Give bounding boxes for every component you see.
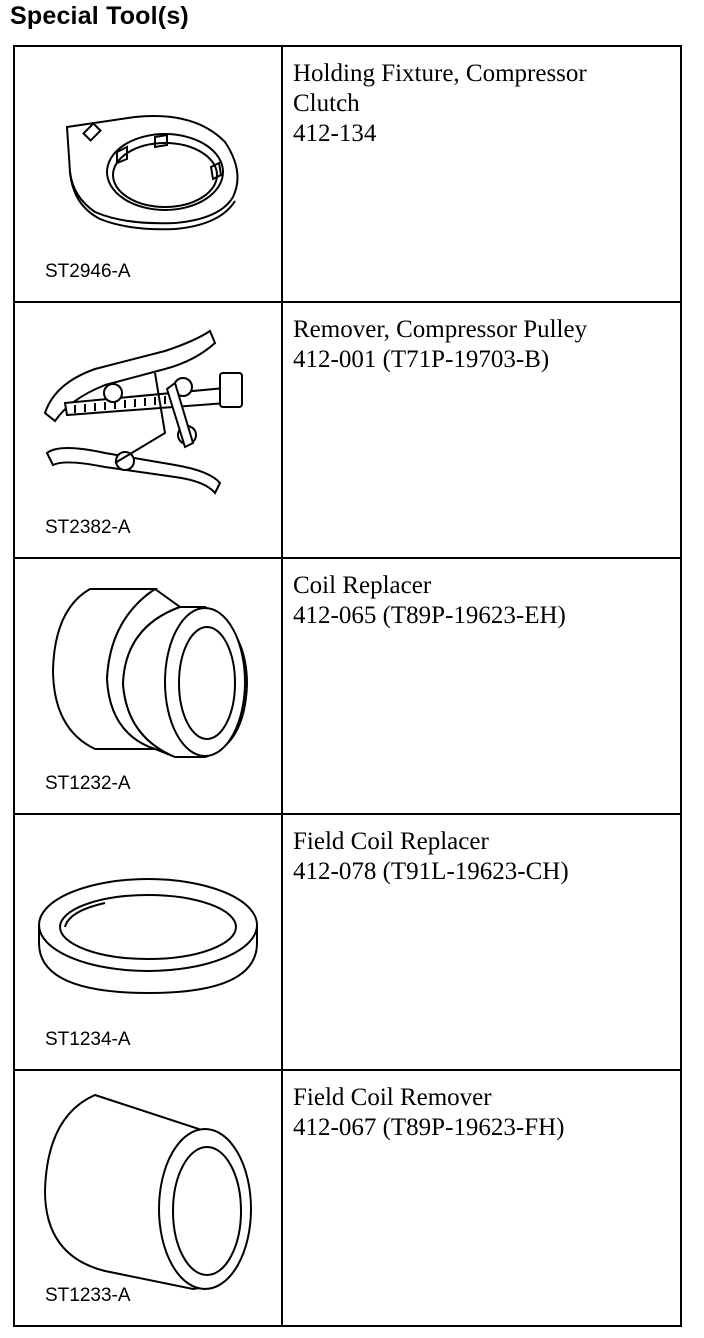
tool-part-number: 412-067 (T89P-19623-FH)	[293, 1114, 565, 1141]
pulley-remover-icon	[43, 329, 243, 495]
tool-name-cont: Clutch	[293, 90, 360, 117]
coil-replacer-icon	[51, 587, 249, 758]
tool-image-cell: ST1232-A	[13, 557, 283, 815]
tool-description-cell: Field Coil Remover 412-067 (T89P-19623-F…	[281, 1069, 682, 1327]
table-row: ST2946-A Holding Fixture, Compressor Clu…	[13, 45, 682, 303]
tool-image-code: ST2382-A	[45, 517, 131, 538]
tool-image-cell: ST1233-A	[13, 1069, 283, 1327]
table-row: ST2382-A Remover, Compressor Pulley 412-…	[13, 301, 682, 559]
special-tools-table: ST2946-A Holding Fixture, Compressor Clu…	[13, 45, 682, 1327]
tool-image-code: ST1233-A	[45, 1285, 131, 1306]
tool-part-number: 412-134	[293, 120, 377, 147]
tool-description-cell: Field Coil Replacer 412-078 (T91L-19623-…	[281, 813, 682, 1071]
tool-part-number: 412-001 (T71P-19703-B)	[293, 346, 550, 373]
field-coil-replacer-icon	[38, 878, 258, 995]
tool-name: Remover, Compressor Pulley	[293, 316, 588, 343]
field-coil-remover-icon	[43, 1093, 252, 1291]
tool-name: Field Coil Replacer	[293, 828, 489, 855]
tool-description-cell: Coil Replacer 412-065 (T89P-19623-EH)	[281, 557, 682, 815]
page-title: Special Tool(s)	[10, 2, 189, 30]
tool-image-cell: ST1234-A	[13, 813, 283, 1071]
tool-description-cell: Holding Fixture, Compressor Clutch 412-1…	[281, 45, 682, 303]
tool-name: Holding Fixture, Compressor	[293, 60, 587, 87]
tool-name: Field Coil Remover	[293, 1084, 492, 1111]
holding-fixture-icon	[65, 115, 239, 231]
tool-part-number: 412-065 (T89P-19623-EH)	[293, 602, 566, 629]
table-row: ST1234-A Field Coil Replacer 412-078 (T9…	[13, 813, 682, 1071]
tool-image-cell: ST2946-A	[13, 45, 283, 303]
tool-description-cell: Remover, Compressor Pulley 412-001 (T71P…	[281, 301, 682, 559]
tool-image-cell: ST2382-A	[13, 301, 283, 559]
tool-name: Coil Replacer	[293, 572, 432, 599]
tool-image-code: ST1234-A	[45, 1029, 131, 1050]
table-row: ST1233-A Field Coil Remover 412-067 (T89…	[13, 1069, 682, 1327]
tool-part-number: 412-078 (T91L-19623-CH)	[293, 858, 569, 885]
table-row: ST1232-A Coil Replacer 412-065 (T89P-196…	[13, 557, 682, 815]
tool-image-code: ST1232-A	[45, 773, 131, 794]
tool-image-code: ST2946-A	[45, 261, 131, 282]
